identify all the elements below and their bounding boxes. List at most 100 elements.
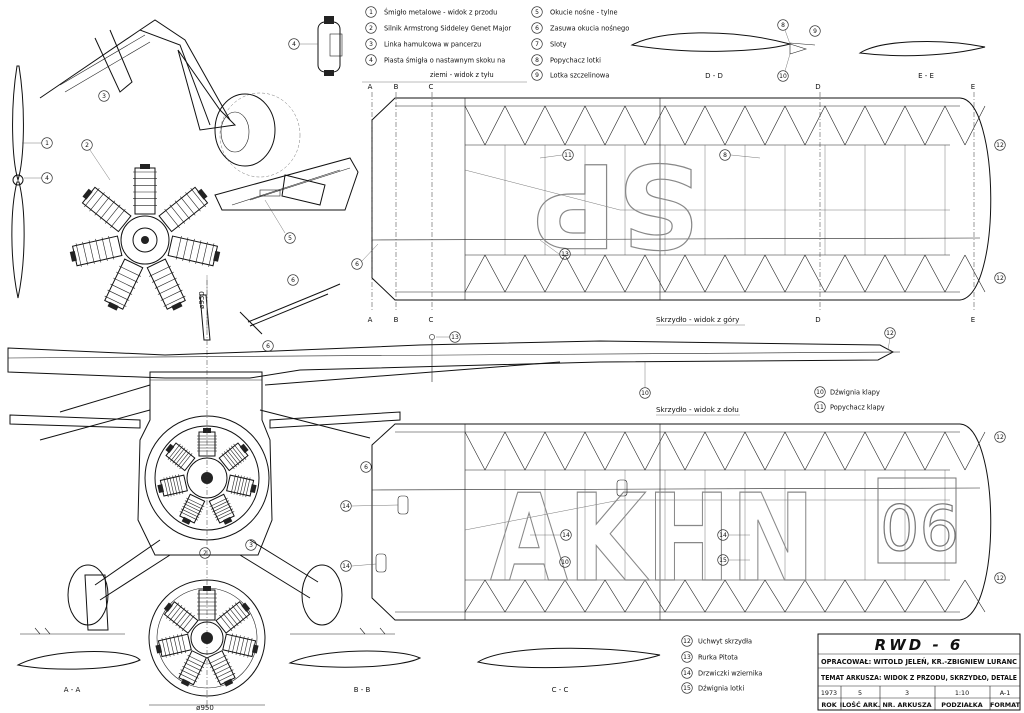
drawn-by: OPRACOWAŁ: WITOLD JELEŃ, KR.-ZBIGNIEW LU…	[821, 657, 1017, 666]
wing-bolt-detail: 6	[239, 274, 341, 335]
legend-right: 5 Okucie nośne - tylne 6 Zasuwa okucia n…	[531, 6, 629, 81]
svg-text:Drzwiczki wziernika: Drzwiczki wziernika	[698, 670, 762, 678]
engine-perspective-view: 2	[69, 139, 221, 311]
legend-item: 2 Silnik Armstrong Siddeley Genet Major	[365, 22, 511, 34]
station-b: B	[394, 316, 399, 324]
propeller-diameter-dimension: ø950	[196, 704, 214, 712]
svg-text:3: 3	[369, 41, 373, 48]
svg-text:Dźwignia klapy: Dźwignia klapy	[830, 389, 880, 397]
svg-text:9: 9	[535, 72, 539, 79]
caption-wing-bottom-view: Skrzydło - widok z dołu	[656, 405, 739, 414]
value-year: 1973	[821, 689, 837, 697]
engine-cylinder	[218, 442, 249, 472]
callout-12: 12	[996, 434, 1004, 441]
engine-cylinder	[158, 186, 209, 233]
legend-bottom: 12 Uchwyt skrzydła 13 Rurka Pitota 14 Dr…	[681, 635, 762, 694]
station-b: B	[394, 83, 399, 91]
svg-text:5: 5	[535, 9, 539, 16]
callout-10: 10	[561, 559, 569, 566]
section-label-e-e: E - E	[918, 72, 934, 80]
station-d: D	[815, 83, 820, 91]
wing-registration-top: SP	[533, 137, 700, 271]
header-sheet-count: ILOŚĆ ARK.	[840, 700, 880, 709]
sheet-topic: TEMAT ARKUSZA: WIDOK Z PRZODU, SKRZYDŁO,…	[821, 674, 1017, 682]
engine-cylinder	[208, 493, 235, 525]
station-e: E	[971, 83, 975, 91]
caption-wing-top-view: Skrzydło - widok z góry	[656, 315, 740, 324]
landing-gear-detail: 3 4	[39, 16, 343, 178]
svg-text:Śmigło metalowe - widok z przo: Śmigło metalowe - widok z przodu	[384, 8, 497, 17]
value-format: A-1	[1000, 689, 1011, 697]
callout-12: 12	[996, 142, 1004, 149]
wing-number-bottom: 06	[880, 492, 959, 565]
callout-14: 14	[562, 532, 570, 539]
legend-item: 5 Okucie nośne - tylne	[531, 6, 618, 18]
svg-text:Okucie nośne - tylne: Okucie nośne - tylne	[550, 9, 618, 17]
airfoil-section-d-d: 8 9 10 D - D	[630, 19, 821, 82]
svg-text:Zasuwa okucia nośnego: Zasuwa okucia nośnego	[550, 25, 629, 33]
airfoil-sections-bottom: A - A B - B C - C	[16, 647, 661, 694]
svg-text:Popychacz lotki: Popychacz lotki	[550, 57, 601, 65]
station-c: C	[429, 316, 434, 324]
svg-text:8: 8	[535, 57, 539, 64]
callout-12: 12	[996, 575, 1004, 582]
callout-12: 12	[886, 330, 894, 337]
engine-cylinder	[197, 586, 217, 621]
callout-3: 3	[249, 542, 253, 549]
header-format: FORMAT	[990, 701, 1021, 709]
engine-cylinder	[178, 650, 208, 687]
callout-5: 5	[288, 235, 292, 242]
callout-14: 14	[342, 563, 350, 570]
callout-2: 2	[85, 142, 89, 149]
section-label-d-d: D - D	[705, 72, 723, 80]
engine-cylinder	[165, 442, 196, 472]
svg-text:Piasta śmigła o nastawnym skok: Piasta śmigła o nastawnym skoku na	[384, 57, 505, 65]
svg-text:Sloty: Sloty	[550, 41, 567, 49]
title-block: RWD - 6 OPRACOWAŁ: WITOLD JELEŃ, KR.-ZBI…	[817, 633, 1021, 711]
callout-9: 9	[813, 28, 817, 35]
engine-front-view: ø950 ø950	[148, 275, 266, 712]
svg-text:6: 6	[535, 25, 539, 32]
value-sheet-number: 3	[905, 689, 909, 697]
engine-cylinder	[206, 650, 236, 687]
legend-item-continuation: ziemi - widok z tyłu	[430, 71, 494, 79]
legend-item: 7 Sloty	[531, 38, 567, 50]
callout-12: 12	[996, 275, 1004, 282]
wing-top-view: SP A B C D E A B C D E 11 8 13 6 12 12 1…	[351, 83, 1006, 382]
station-e: E	[971, 316, 975, 324]
engine-cylinder	[104, 258, 144, 311]
callout-13: 13	[451, 334, 459, 341]
svg-text:Dźwignia lotki: Dźwignia lotki	[698, 685, 744, 693]
callout-6: 6	[291, 277, 295, 284]
wing-fitting-detail: 5	[214, 157, 359, 244]
engine-cylinder	[163, 601, 199, 634]
svg-text:7: 7	[535, 41, 539, 48]
station-c: C	[429, 83, 434, 91]
section-label-a-a: A - A	[64, 686, 81, 694]
engine-cylinder	[167, 235, 221, 267]
header-year: ROK	[821, 701, 837, 709]
svg-text:Popychacz klapy: Popychacz klapy	[830, 404, 885, 412]
callout-2: 2	[203, 550, 207, 557]
legend-item: 3 Linka hamulcowa w pancerzu	[365, 38, 481, 50]
svg-text:1: 1	[369, 9, 373, 16]
svg-text:4: 4	[369, 57, 373, 64]
legend-item: 6 Zasuwa okucia nośnego	[531, 22, 629, 34]
aircraft-front-view: 6 2 3	[7, 280, 901, 710]
legend-mid: 10 Dźwignia klapy 11 Popychacz klapy	[814, 386, 885, 413]
svg-text:Silnik Armstrong Siddeley Gene: Silnik Armstrong Siddeley Genet Major	[384, 25, 511, 33]
callout-3: 3	[102, 93, 106, 100]
engine-cylinder	[222, 633, 259, 658]
drawing-title: RWD - 6	[875, 636, 964, 654]
engine-cylinder	[215, 601, 251, 634]
callout-6: 6	[266, 343, 270, 350]
callout-8: 8	[723, 152, 727, 159]
callout-11: 11	[564, 152, 572, 159]
engine-cylinder	[179, 493, 206, 525]
svg-text:15: 15	[683, 685, 691, 692]
svg-text:10: 10	[816, 389, 824, 396]
engine-cylinder	[81, 186, 132, 233]
svg-text:Lotka szczelinowa: Lotka szczelinowa	[550, 72, 609, 80]
header-scale: PODZIAŁKA	[941, 701, 982, 709]
engine-cylinder	[226, 474, 257, 498]
